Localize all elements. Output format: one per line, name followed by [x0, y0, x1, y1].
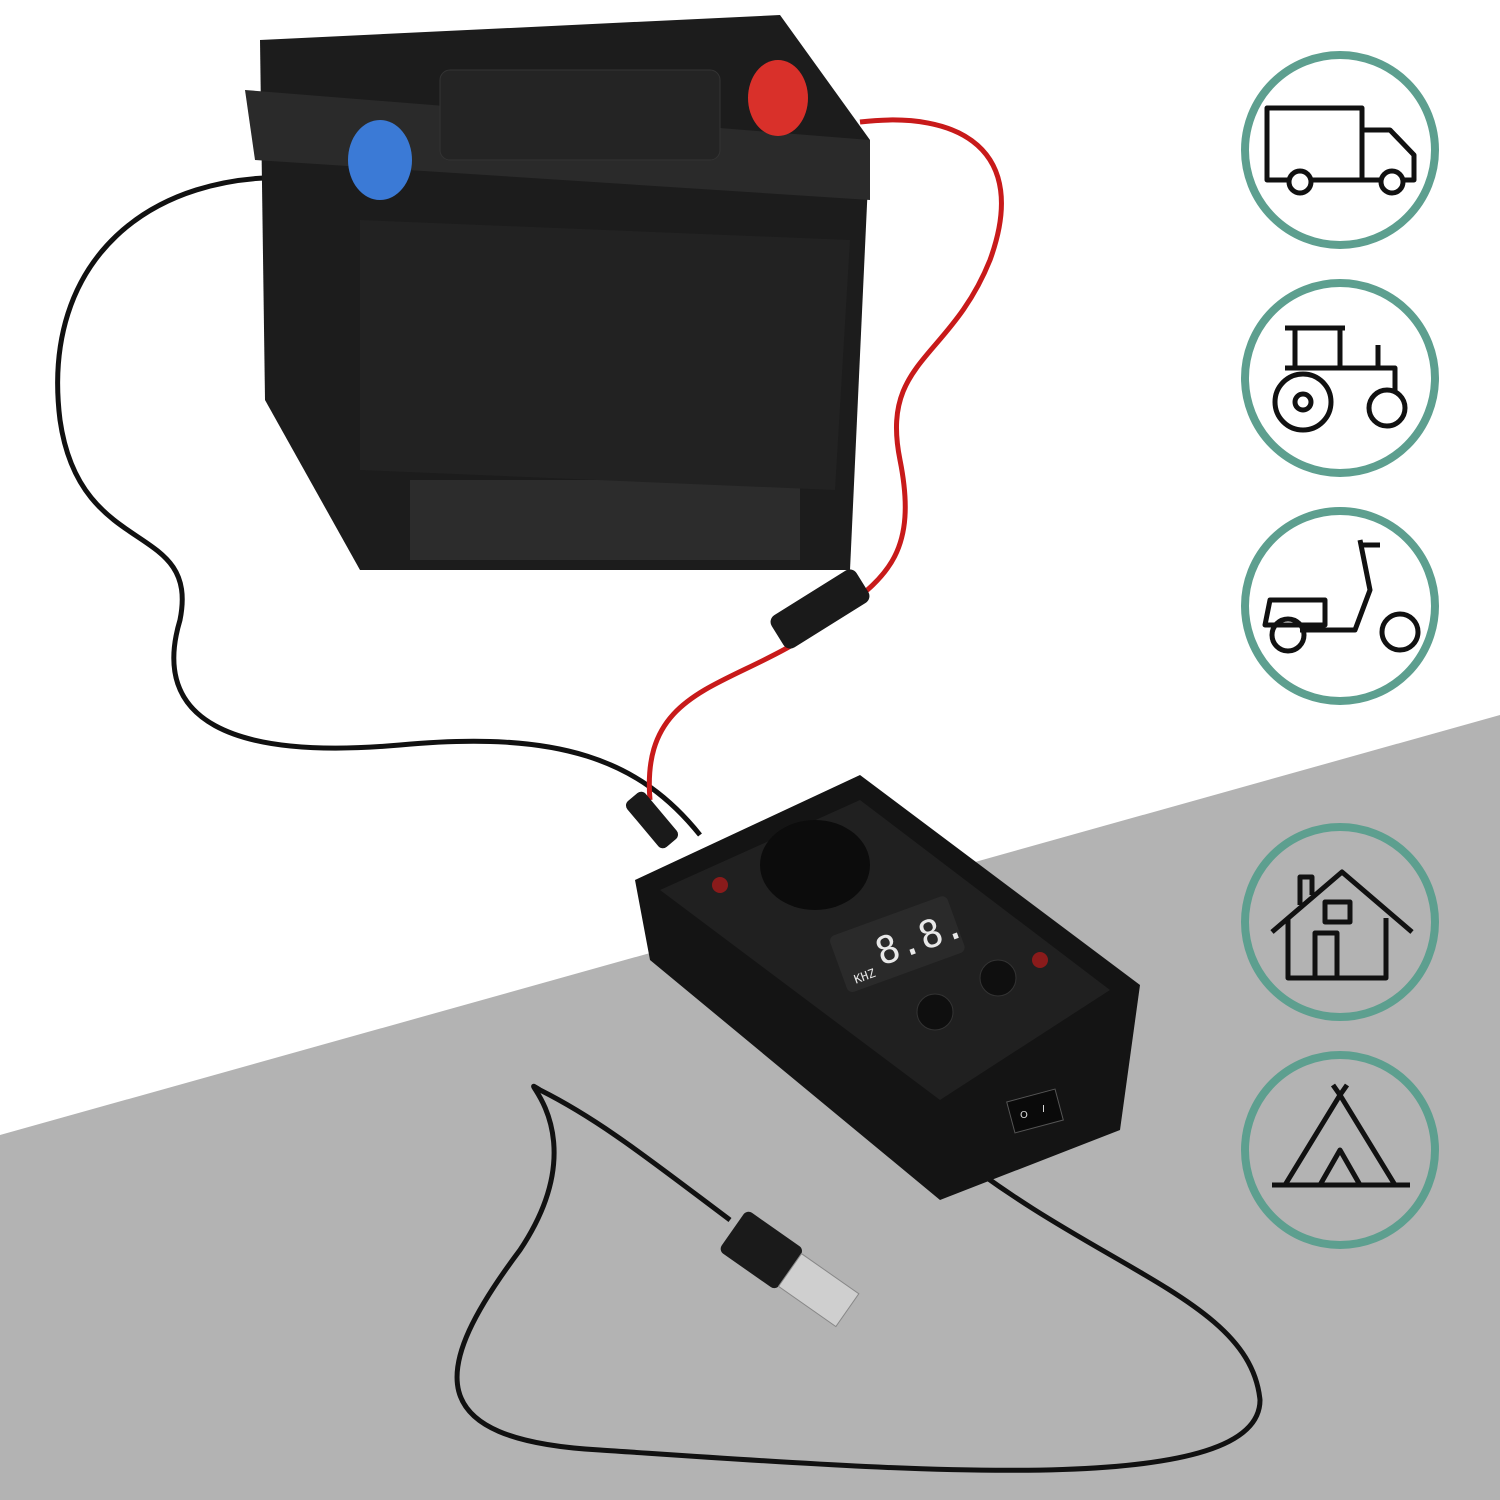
led-indicator	[712, 877, 728, 893]
ultrasonic-repeller-device: 8.8. KHZ O I	[635, 775, 1140, 1200]
switch-on-mark: I	[1042, 1104, 1045, 1115]
truck-icon	[1264, 105, 1417, 196]
tent-icon	[1272, 1083, 1410, 1188]
digital-display	[830, 896, 965, 993]
usb-cable	[454, 1083, 1263, 1473]
button-left[interactable]	[916, 993, 954, 1031]
scooter-icon-ring	[1241, 507, 1439, 705]
inline-fuse-holder	[770, 569, 870, 649]
truck-icon-ring	[1241, 51, 1439, 249]
switch-off-mark: O	[1020, 1110, 1028, 1121]
display-unit: KHZ	[852, 966, 877, 987]
tractor-icon-ring	[1241, 279, 1439, 477]
positive-terminal	[748, 60, 808, 136]
tractor-icon	[1272, 325, 1408, 433]
car-battery	[245, 15, 870, 570]
scooter-icon	[1262, 539, 1421, 654]
speaker-grille	[760, 820, 870, 910]
house-icon-ring	[1241, 823, 1439, 1021]
red-wire	[646, 117, 1004, 801]
black-wire	[55, 175, 702, 837]
house-icon	[1270, 869, 1414, 981]
gray-floor	[0, 715, 1500, 1500]
usb-plug	[720, 1211, 860, 1328]
power-switch[interactable]	[1006, 1088, 1064, 1134]
wire-sleeve	[625, 791, 679, 849]
button-right[interactable]	[979, 959, 1017, 997]
negative-terminal	[348, 120, 412, 200]
led-indicator	[1032, 952, 1048, 968]
tent-icon-ring	[1241, 1051, 1439, 1249]
